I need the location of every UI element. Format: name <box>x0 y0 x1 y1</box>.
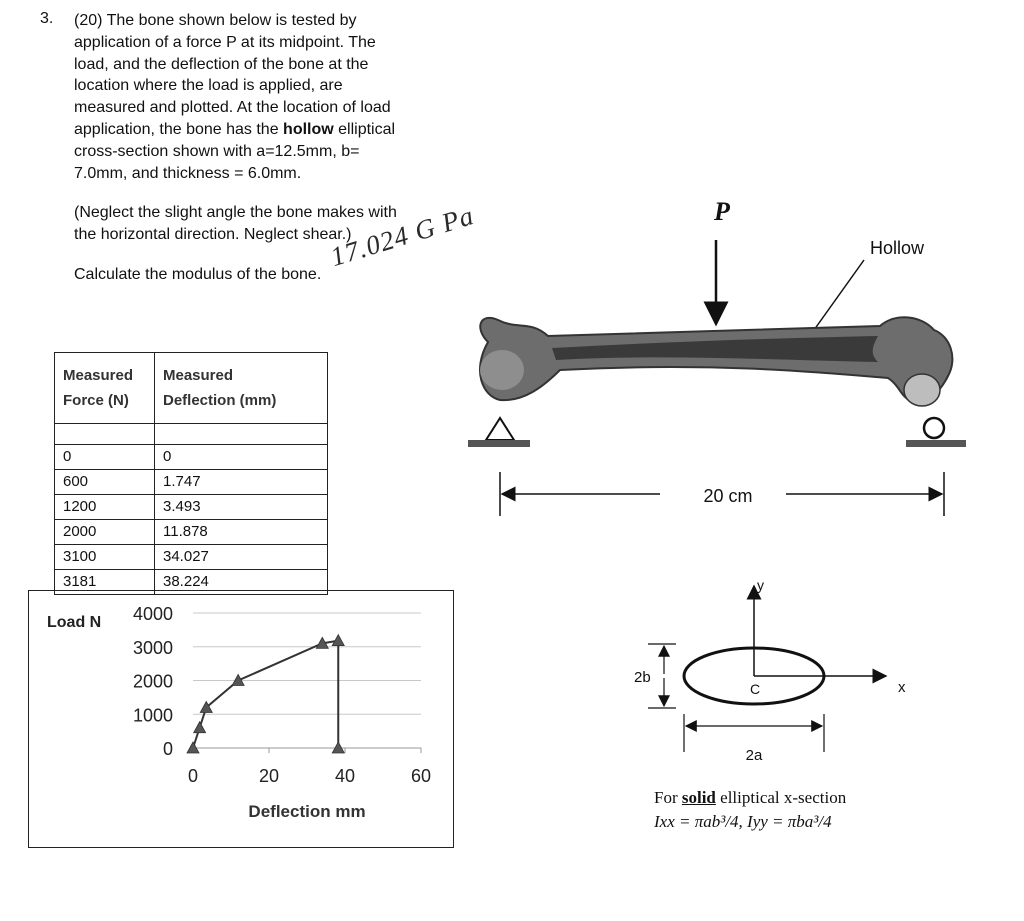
y-tick-label: 4000 <box>133 604 173 624</box>
height-label: 2b <box>634 669 651 686</box>
problem-line: cross-section shown with a=12.5mm, b= <box>74 142 360 160</box>
bone-diagram: P Hollow 20 cm <box>468 197 966 516</box>
problem-line: 7.0mm, and thickness = 6.0mm. <box>74 164 302 182</box>
data-point <box>331 741 345 754</box>
series-line <box>192 639 340 749</box>
data-point <box>199 700 213 713</box>
y-tick-label: 0 <box>163 739 173 759</box>
x-tick-label: 20 <box>259 766 279 786</box>
problem-line-end: elliptical <box>333 120 396 138</box>
y-tick-label: 2000 <box>133 672 173 692</box>
cell-deflection: 0 <box>154 444 328 470</box>
problem-note: (Neglect the slight angle the bone makes… <box>74 202 434 246</box>
load-deflection-chart: 0 1000 2000 3000 4000 0 20 40 60 Load N Deflecti… <box>28 590 454 848</box>
cell-deflection: 1.747 <box>154 469 328 495</box>
span-label: 20 cm <box>703 486 752 506</box>
cell-deflection: 11.878 <box>154 519 328 545</box>
problem-line: load, and the deflection of the bone at … <box>74 55 369 73</box>
x-tick-label: 40 <box>335 766 355 786</box>
formula-block: For solid elliptical x-section Ixx = πab… <box>654 786 846 834</box>
task-statement: Calculate the modulus of the bone. <box>74 266 322 283</box>
table-spacer-row <box>54 423 328 445</box>
x-tick-label: 60 <box>411 766 431 786</box>
centroid-label: C <box>750 681 760 697</box>
data-point <box>331 633 345 647</box>
bold-hollow: hollow <box>283 120 334 138</box>
chart-svg: 0 1000 2000 3000 4000 0 20 40 60 Load N Deflecti… <box>47 604 431 821</box>
y-tick-label: 3000 <box>133 638 173 658</box>
note-line: (Neglect the slight angle the bone makes… <box>74 204 397 221</box>
y-tick-label: 1000 <box>133 705 173 725</box>
y-label: y <box>757 577 764 593</box>
cell-force: 2000 <box>54 519 155 545</box>
load-label: P <box>713 197 731 226</box>
span-dimension: 20 cm <box>499 472 945 516</box>
bone-shape <box>479 316 954 407</box>
problem-line: measured and plotted. At the location of… <box>74 99 391 117</box>
problem-line-start: application, the bone has the <box>74 120 284 138</box>
cell-force: 0 <box>54 444 155 470</box>
y-axis-label: Load N <box>47 614 101 631</box>
x-axis-label: Deflection mm <box>248 802 365 821</box>
chart-series <box>186 633 345 754</box>
left-support <box>468 416 530 447</box>
data-point <box>315 636 329 649</box>
chart-grid <box>192 612 422 753</box>
hollow-leader <box>813 259 865 331</box>
problem-line: location where the load is applied, are <box>74 77 343 95</box>
cross-section-diagram: y x C 2b 2a <box>634 577 906 764</box>
data-point <box>186 741 200 754</box>
cell-deflection: 3.493 <box>154 494 328 520</box>
cell-force: 3100 <box>54 544 155 570</box>
problem-line: application, the bone has the hollow ell… <box>74 119 434 141</box>
hollow-label: Hollow <box>870 238 925 258</box>
cell-deflection: 34.027 <box>154 544 328 570</box>
width-label: 2a <box>746 747 763 764</box>
solid-underlined: solid <box>681 788 716 807</box>
formula-line-1: For solid elliptical x-section <box>654 788 847 807</box>
problem-statement: (20) The bone shown below is tested by a… <box>74 10 434 184</box>
data-point <box>192 720 207 734</box>
cell-force: 1200 <box>54 494 155 520</box>
problem-number: 3. <box>40 10 54 27</box>
cell-force: 600 <box>54 469 155 495</box>
note-line: the horizontal direction. Neglect shear.… <box>74 225 352 243</box>
x-label: x <box>898 679 906 696</box>
data-point <box>231 673 245 686</box>
problem-line: (20) The bone shown below is tested by <box>74 12 357 29</box>
x-tick-label: 0 <box>188 766 198 786</box>
chart-ticks: 0 1000 2000 3000 4000 0 20 40 60 <box>133 604 431 786</box>
formula-line-2: Ixx = πab³/4, Iyy = πba³/4 <box>654 812 832 831</box>
right-support <box>906 416 966 447</box>
problem-line: application of a force P at its midpoint… <box>74 33 376 51</box>
